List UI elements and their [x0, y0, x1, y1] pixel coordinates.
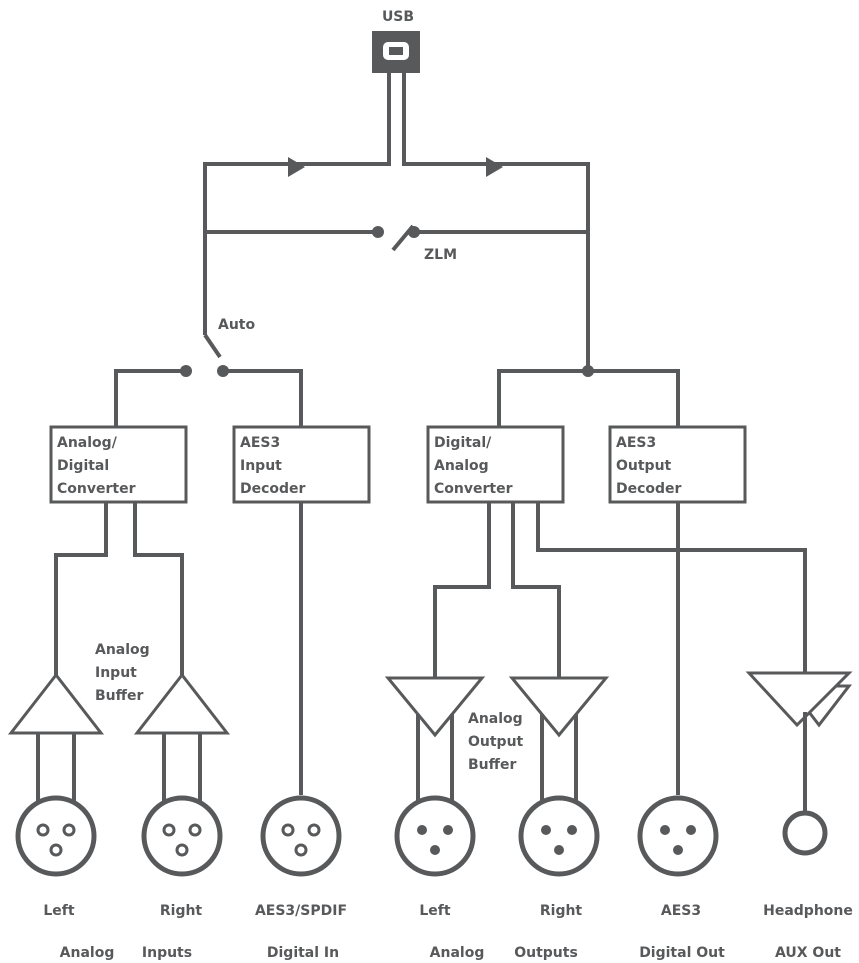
group-analog-out-1: Analog: [430, 945, 485, 961]
xlr-right-out-icon: [518, 795, 600, 877]
analog-output-buffer-line-3: Buffer: [468, 757, 516, 773]
dac-output-wires: [433, 502, 807, 678]
aes3-out-line-1: AES3: [616, 435, 656, 451]
aes3-out-line-2: Output: [616, 458, 672, 474]
adc-line-3: Converter: [57, 481, 136, 497]
label-aes3-out: AES3: [661, 903, 701, 919]
label-headphone: Headphone: [763, 903, 853, 919]
dac-line-2: Analog: [434, 458, 489, 474]
analog-input-buffer-line-2: Input: [95, 665, 137, 681]
dac-box: Digital/ Analog Converter: [426, 425, 565, 504]
aes3-in-line-2: Input: [240, 458, 282, 474]
aes3-output-decoder-box: AES3 Output Decoder: [608, 425, 747, 504]
group-analog-in-2: Inputs: [142, 945, 192, 961]
usb-label: USB: [382, 9, 414, 25]
group-digital-in: Digital In: [267, 945, 339, 961]
aes3-in-line-3: Decoder: [240, 481, 306, 497]
arrow-in-icon: [288, 157, 305, 177]
aes3-input-decoder-box: AES3 Input Decoder: [232, 425, 371, 504]
usb-bus-lines: [203, 73, 590, 232]
label-left-out: Left: [419, 903, 451, 919]
analog-output-buffer-line-1: Analog: [468, 711, 523, 727]
left-output-buffer-icon: [384, 676, 486, 808]
xlr-aes3-out-icon: [637, 795, 719, 877]
right-output-buffer-icon: [508, 676, 610, 808]
group-analog-in-1: Analog: [60, 945, 115, 961]
xlr-right-in-icon: [141, 795, 223, 877]
label-right-in: Right: [160, 903, 203, 919]
group-digital-out: Digital Out: [639, 945, 725, 961]
auto-label: Auto: [218, 317, 255, 333]
analog-input-buffer-line-1: Analog: [95, 642, 150, 658]
adc-input-wires: [54, 502, 184, 675]
adc-box: Analog/ Digital Converter: [49, 425, 188, 504]
right-input-buffer-icon: [133, 672, 231, 808]
aes3-out-line-3: Decoder: [616, 481, 682, 497]
dac-line-1: Digital/: [434, 435, 492, 451]
label-right-out: Right: [540, 903, 583, 919]
analog-input-buffer-line-3: Buffer: [95, 688, 143, 704]
label-left-in: Left: [43, 903, 75, 919]
adc-line-1: Analog/: [57, 435, 118, 451]
xlr-left-out-icon: [394, 795, 476, 877]
xlr-left-in-icon: [15, 795, 97, 877]
dac-line-3: Converter: [434, 481, 513, 497]
arrow-out-icon: [486, 157, 503, 177]
left-input-buffer-icon: [7, 672, 105, 808]
output-branch: [497, 232, 680, 426]
aes3-in-line-1: AES3: [240, 435, 280, 451]
usb-port-icon: [372, 31, 420, 73]
zlm-label: ZLM: [424, 247, 457, 263]
analog-output-buffer-line-2: Output: [468, 734, 524, 750]
label-aes-spdif: AES3/SPDIF: [255, 903, 347, 919]
auto-switch: [114, 365, 303, 426]
group-aux-out: AUX Out: [775, 945, 841, 961]
headphone-jack-icon: [782, 810, 828, 856]
headphone-amp-icon: [745, 671, 853, 812]
group-analog-out-2: Outputs: [514, 945, 578, 961]
xlr-aes-spdif-in-icon: [260, 795, 342, 877]
zlm-switch: [205, 224, 588, 252]
adc-line-2: Digital: [57, 458, 109, 474]
